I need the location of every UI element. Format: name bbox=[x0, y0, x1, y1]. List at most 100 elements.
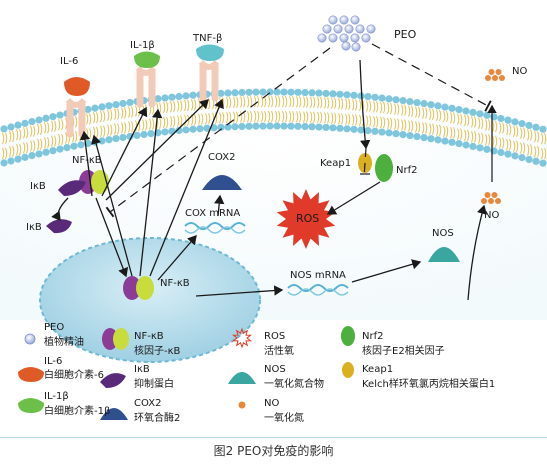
lipid-tail bbox=[513, 125, 516, 138]
lipid-tail bbox=[509, 123, 512, 136]
lipid-tail bbox=[541, 132, 544, 145]
lipid-tail bbox=[485, 119, 488, 131]
no-molecule bbox=[491, 192, 498, 198]
lipid-tail bbox=[376, 101, 379, 113]
lipid-head bbox=[504, 116, 512, 124]
lipid-tail bbox=[261, 110, 264, 123]
lipid-tail bbox=[306, 96, 309, 108]
lipid-head bbox=[406, 97, 414, 106]
legend-nrf2-desc: 核因子E2相关因子 bbox=[362, 346, 445, 357]
lipid-tail bbox=[383, 101, 386, 114]
lipid-tail bbox=[271, 110, 274, 123]
lipid-tail bbox=[86, 113, 89, 125]
lipid-tail bbox=[397, 118, 400, 130]
cox-mrna-strand bbox=[184, 222, 246, 230]
lipid-head bbox=[189, 91, 197, 99]
lipid-tail bbox=[180, 115, 183, 127]
lipid-tail bbox=[16, 128, 19, 141]
lipid-head bbox=[434, 102, 442, 110]
lipid-tail bbox=[198, 113, 201, 125]
lipid-tail bbox=[75, 130, 78, 143]
legend-il6-name: IL-6 bbox=[44, 356, 63, 367]
lipid-head bbox=[105, 102, 113, 110]
legend-nrf2-name: Nrf2 bbox=[362, 331, 384, 342]
lipid-head bbox=[294, 88, 302, 96]
lipid-head bbox=[301, 88, 309, 97]
lipid-head bbox=[238, 88, 246, 97]
lipid-tail bbox=[404, 119, 407, 131]
lipid-head bbox=[105, 136, 113, 144]
lipid-head bbox=[378, 128, 386, 136]
lipid-head bbox=[252, 122, 260, 130]
no-cluster-top bbox=[485, 69, 505, 81]
lipid-tail bbox=[338, 113, 341, 125]
lipid-tail bbox=[166, 101, 169, 114]
lipid-tail bbox=[439, 124, 442, 137]
lipid-head bbox=[385, 95, 393, 103]
lipid-tail bbox=[488, 119, 491, 131]
lipid-head bbox=[98, 137, 106, 145]
lipid-tail bbox=[37, 123, 40, 136]
lipid-tail bbox=[51, 135, 54, 147]
peo-molecule bbox=[355, 24, 365, 34]
arrow-nfkb-to-nucleus bbox=[95, 197, 129, 278]
cox-mrna-strand-2 bbox=[184, 226, 246, 234]
peo-molecule bbox=[341, 41, 351, 51]
lipid-tail bbox=[16, 143, 19, 156]
lipid-tail bbox=[453, 112, 456, 124]
lipid-tail bbox=[124, 107, 127, 119]
lipid-head bbox=[77, 141, 85, 149]
lipid-head bbox=[511, 152, 519, 160]
lipid-tail bbox=[117, 108, 120, 120]
lipid-tail bbox=[19, 143, 22, 156]
lipid-tail bbox=[317, 96, 320, 109]
lipid-tail bbox=[268, 110, 271, 123]
lipid-head bbox=[329, 90, 337, 98]
lipid-head bbox=[420, 134, 428, 142]
legend-ikb-name: IκB bbox=[134, 364, 150, 375]
arrow-mrna-to-nos bbox=[351, 259, 422, 283]
lipid-tail bbox=[40, 123, 43, 136]
lipid-tail bbox=[310, 111, 313, 123]
lipid-tail bbox=[163, 101, 166, 114]
lipid-tail bbox=[348, 113, 351, 125]
lipid-head bbox=[203, 124, 211, 132]
lipid-head bbox=[504, 150, 512, 158]
lipid-tail bbox=[334, 112, 337, 125]
lipid-head bbox=[245, 88, 253, 96]
lipid-head bbox=[406, 131, 414, 140]
lipid-tail bbox=[30, 140, 33, 152]
lipid-tail bbox=[268, 95, 271, 108]
legend-peo-icon bbox=[24, 333, 36, 345]
lipid-tail bbox=[369, 100, 372, 112]
lipid-head bbox=[231, 89, 239, 97]
lipid-tail bbox=[110, 124, 113, 136]
lipid-head bbox=[476, 110, 484, 118]
arrow-to-cox-mrna bbox=[157, 235, 197, 281]
lipid-head bbox=[392, 96, 400, 104]
arrow-ikb-release bbox=[51, 197, 69, 222]
lipid-tail bbox=[289, 95, 292, 108]
label-peo: PEO bbox=[394, 28, 417, 41]
lipid-head bbox=[140, 130, 148, 139]
peo-inhibits-no bbox=[371, 43, 492, 112]
lipid-head bbox=[0, 159, 8, 167]
lipid-tail bbox=[240, 96, 243, 108]
lipid-tail bbox=[278, 110, 281, 123]
lipid-head bbox=[280, 88, 288, 96]
lipid-head bbox=[35, 116, 43, 124]
lipid-head bbox=[119, 133, 127, 142]
label-cox-mrna: COX mRNA bbox=[185, 208, 241, 219]
lipid-tail bbox=[236, 111, 239, 123]
lipid-tail bbox=[30, 125, 33, 137]
lipid-tail bbox=[327, 112, 330, 124]
lipid-head bbox=[182, 126, 190, 134]
lipid-tail bbox=[446, 110, 449, 123]
lipid-tail bbox=[348, 98, 351, 111]
lipid-tail bbox=[303, 96, 306, 108]
lipid-tail bbox=[226, 111, 229, 124]
lipid-tail bbox=[324, 97, 327, 109]
lipid-tail bbox=[5, 147, 8, 160]
nos-mrna-strand-2 bbox=[287, 288, 349, 296]
